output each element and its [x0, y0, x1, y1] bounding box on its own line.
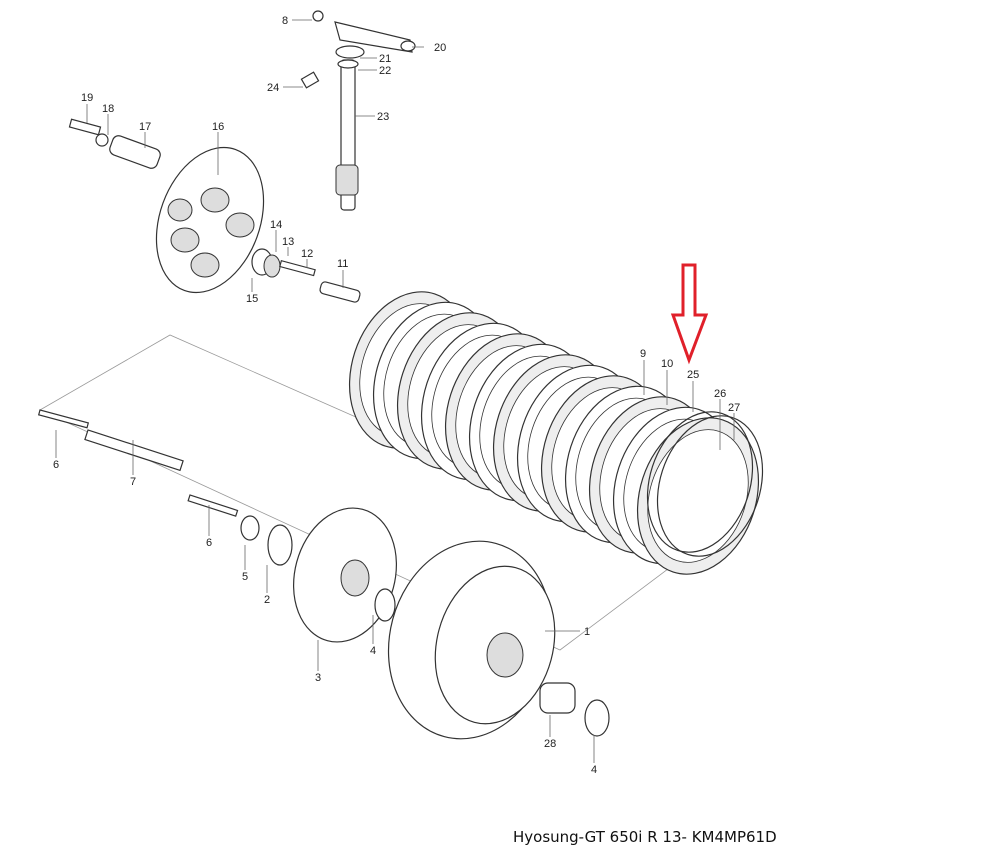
part-label: 7 [130, 476, 136, 488]
pressure-plate-assembly [68, 118, 361, 303]
diagram-caption: Hyosung-GT 650i R 13- KM4MP61D [513, 828, 777, 846]
part-label: 2 [264, 594, 270, 606]
part-label: 20 [434, 42, 446, 54]
part-label: 6 [53, 459, 59, 471]
leader-lines [55, 19, 735, 763]
plate-inner-edge [647, 429, 749, 563]
part-label: 17 [139, 121, 151, 133]
part-label: 27 [728, 402, 740, 414]
release-shaft-assembly [300, 10, 416, 211]
part-label: 10 [661, 358, 673, 370]
part-label: 9 [640, 348, 646, 360]
part-label: 19 [81, 92, 93, 104]
spring-ring [656, 415, 764, 557]
part-label: 12 [301, 248, 313, 260]
part-label: 3 [315, 672, 321, 684]
part-label: 23 [377, 111, 389, 123]
part-label: 4 [591, 764, 597, 776]
part-label: 5 [242, 571, 248, 583]
part-labels: 8 20 21 22 24 23 19 18 17 16 14 13 12 11… [53, 15, 740, 776]
part-label: 21 [379, 53, 391, 65]
part-label: 6 [206, 537, 212, 549]
part-label: 24 [267, 82, 279, 94]
part-label: 16 [212, 121, 224, 133]
part-label: 13 [282, 236, 294, 248]
part-label: 8 [282, 15, 288, 27]
part-label: 11 [337, 258, 348, 270]
part-label: 15 [246, 293, 258, 305]
part-label: 18 [102, 103, 114, 115]
part-label: 1 [584, 626, 590, 638]
part-label: 22 [379, 65, 391, 77]
part-label: 4 [370, 645, 376, 657]
push-rods [37, 409, 239, 517]
part-label-highlighted: 25 [687, 369, 699, 381]
part-label: 28 [544, 738, 556, 750]
part-label: 14 [270, 219, 282, 231]
clutch-hub-basket [240, 507, 610, 740]
clutch-plate-stack [348, 291, 764, 575]
highlight-arrow-icon [670, 263, 709, 365]
spring-ring [646, 411, 754, 553]
part-label: 26 [714, 388, 726, 400]
